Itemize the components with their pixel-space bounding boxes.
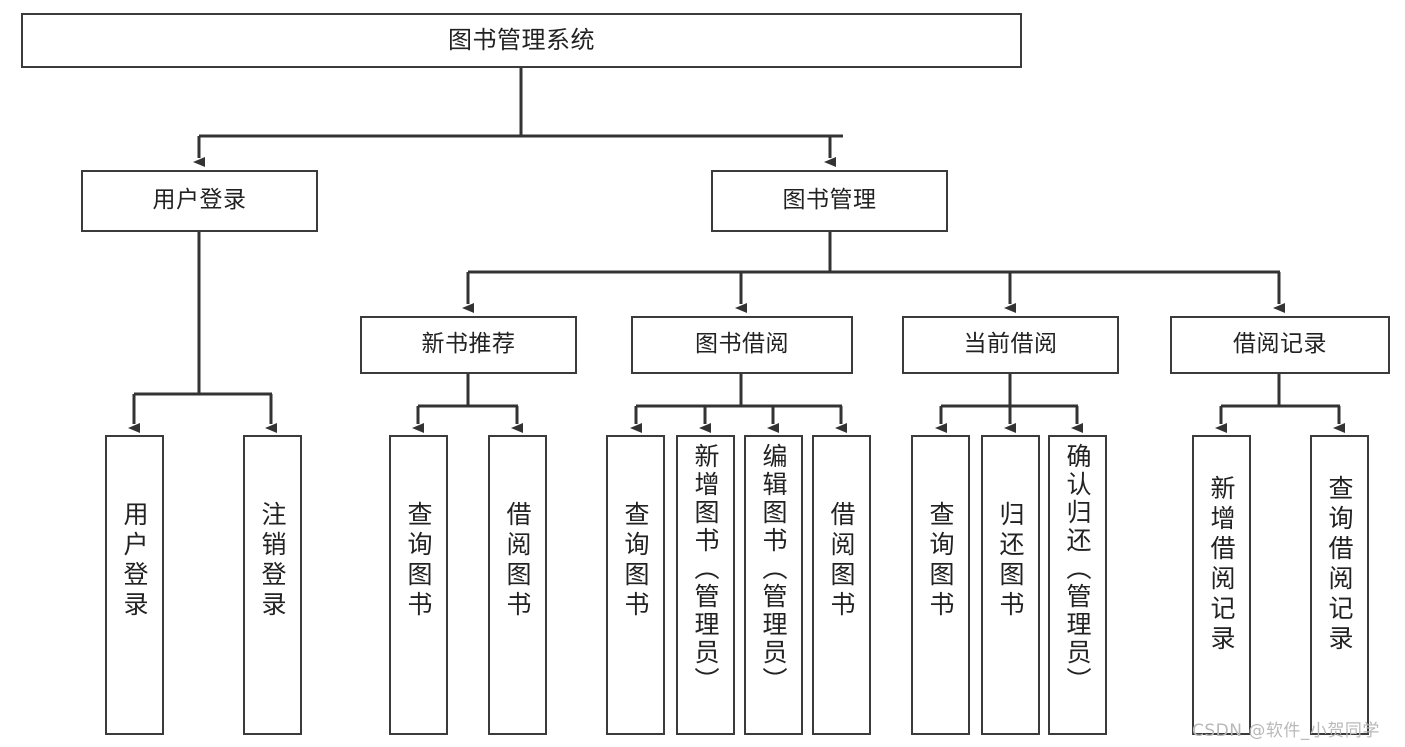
node-leaf-user-logout[interactable]: 注销登录 (243, 435, 302, 735)
node-leaf-record-add[interactable]: 新增借阅记录 (1192, 435, 1251, 735)
node-current-borrow[interactable]: 当前借阅 (902, 316, 1119, 374)
csdn-watermark: CSDN @软件_小贺同学 (1192, 721, 1380, 741)
node-leaf-rec-query-book-label: 查询图书 (404, 501, 433, 621)
node-root-label: 图书管理系统 (448, 26, 595, 55)
node-leaf-rec-borrow-book[interactable]: 借阅图书 (488, 435, 547, 735)
node-leaf-current-confirm-return-label: 确认归还（管理员） (1063, 443, 1092, 695)
node-book-manage[interactable]: 图书管理 (711, 170, 948, 232)
node-current-borrow-label: 当前借阅 (963, 331, 1058, 358)
node-book-borrow-label: 图书借阅 (695, 331, 789, 358)
node-leaf-borrow-edit-book-label: 编辑图书（管理员） (759, 443, 788, 695)
node-leaf-record-query[interactable]: 查询借阅记录 (1310, 435, 1369, 735)
node-leaf-current-query-book[interactable]: 查询图书 (911, 435, 970, 735)
node-book-borrow[interactable]: 图书借阅 (631, 316, 853, 374)
node-leaf-rec-query-book[interactable]: 查询图书 (389, 435, 448, 735)
node-leaf-record-add-label: 新增借阅记录 (1207, 475, 1236, 655)
node-leaf-borrow-borrow-book[interactable]: 借阅图书 (812, 435, 871, 735)
node-user-login-label: 用户登录 (152, 187, 247, 214)
node-leaf-user-login[interactable]: 用户登录 (105, 435, 164, 735)
node-leaf-current-confirm-return[interactable]: 确认归还（管理员） (1048, 435, 1107, 735)
node-leaf-rec-borrow-book-label: 借阅图书 (503, 501, 532, 621)
node-leaf-user-login-label: 用户登录 (120, 501, 149, 621)
node-borrow-record[interactable]: 借阅记录 (1170, 316, 1390, 374)
node-leaf-current-query-book-label: 查询图书 (926, 501, 955, 621)
node-new-book-rec-label: 新书推荐 (421, 331, 516, 358)
node-leaf-record-query-label: 查询借阅记录 (1325, 475, 1354, 655)
node-leaf-current-return-book[interactable]: 归还图书 (981, 435, 1040, 735)
node-leaf-borrow-add-book[interactable]: 新增图书（管理员） (676, 435, 735, 735)
node-leaf-borrow-query-book-label: 查询图书 (621, 501, 650, 621)
node-leaf-borrow-borrow-book-label: 借阅图书 (827, 501, 856, 621)
node-leaf-current-return-book-label: 归还图书 (996, 501, 1025, 621)
node-borrow-record-label: 借阅记录 (1233, 331, 1327, 358)
node-leaf-borrow-query-book[interactable]: 查询图书 (606, 435, 665, 735)
node-new-book-rec[interactable]: 新书推荐 (360, 316, 577, 374)
node-user-login[interactable]: 用户登录 (81, 170, 318, 232)
node-book-manage-label: 图书管理 (782, 187, 877, 214)
node-leaf-user-logout-label: 注销登录 (258, 501, 287, 621)
node-leaf-borrow-add-book-label: 新增图书（管理员） (691, 443, 720, 695)
node-root[interactable]: 图书管理系统 (21, 13, 1022, 68)
node-leaf-borrow-edit-book[interactable]: 编辑图书（管理员） (744, 435, 803, 735)
